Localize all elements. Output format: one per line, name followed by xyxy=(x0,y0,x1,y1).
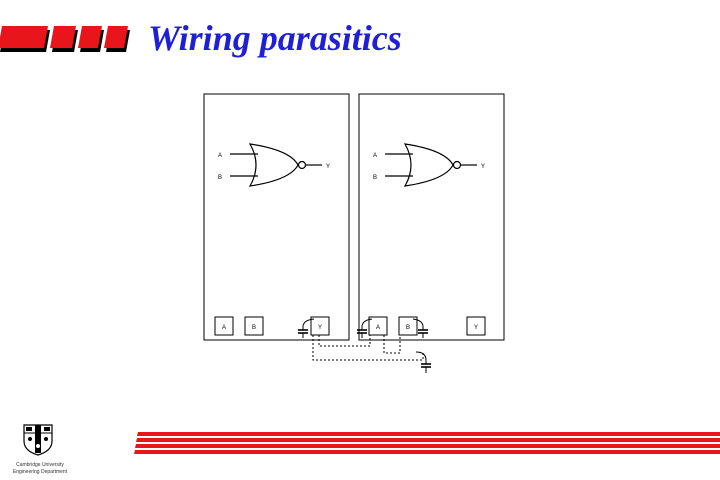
capacitor-left-y xyxy=(298,318,315,338)
pin-label-b-left: B xyxy=(252,325,256,331)
footer-line-university: Cambridge University xyxy=(16,462,64,468)
page-title: Wiring parasitics xyxy=(148,18,402,58)
university-crest-icon xyxy=(23,424,53,456)
header-stripes xyxy=(0,26,130,52)
pin-label-a-left: A xyxy=(222,325,226,331)
pin-label-y-left: Y xyxy=(318,325,322,331)
capacitor-net xyxy=(415,351,431,373)
pin-label-a-right: A xyxy=(376,325,380,331)
pin-box-a-left xyxy=(214,316,234,336)
pin-box-b-right xyxy=(398,316,418,336)
pin-box-y-left xyxy=(310,316,330,336)
footer-line-department: Engineering Department xyxy=(12,469,68,475)
footer-stripes xyxy=(134,432,720,454)
nor-gate-right xyxy=(385,143,477,187)
pin-box-y-right xyxy=(466,316,486,336)
pin-label-y-right: Y xyxy=(474,325,478,331)
gate-output-y-label: Y xyxy=(326,164,330,170)
footer-institution: Cambridge University Engineering Departm… xyxy=(0,462,80,476)
capacitor-right-a xyxy=(357,318,373,338)
gate-input-b-label: B xyxy=(218,175,222,181)
cell-right: A B Y A B Y xyxy=(357,93,505,341)
gate-input-b-label: B xyxy=(373,175,377,181)
pin-box-b-left xyxy=(244,316,264,336)
capacitor-right-b xyxy=(412,318,428,338)
nor-gate-left xyxy=(230,143,322,187)
pin-label-b-right: B xyxy=(406,325,410,331)
gate-output-y-label: Y xyxy=(481,164,485,170)
pin-box-a-right xyxy=(368,316,388,336)
gate-input-a-label: A xyxy=(373,153,377,159)
wiring-dashed xyxy=(312,335,424,361)
cell-left: A B Y A B Y xyxy=(203,93,350,341)
gate-input-a-label: A xyxy=(218,153,222,159)
